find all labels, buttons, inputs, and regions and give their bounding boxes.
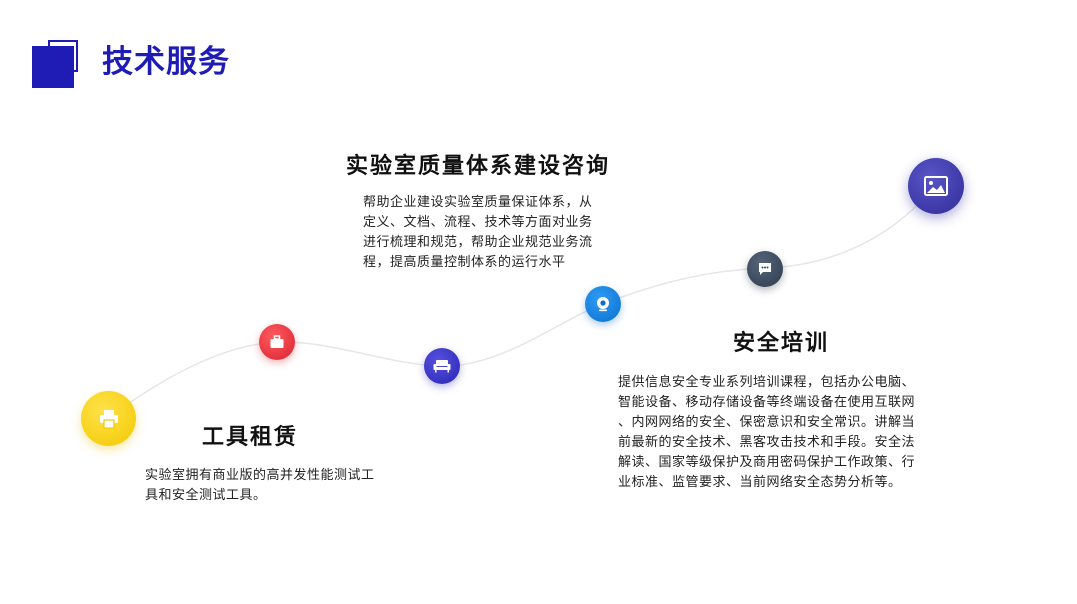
sofa-icon — [433, 360, 451, 373]
logo-filled-square — [32, 46, 74, 88]
desc-line: 定义、文档、流程、技术等方面对业务 — [363, 215, 593, 230]
desc-line: 前最新的安全技术、黑客攻击技术和手段。安全法 — [618, 435, 916, 450]
briefcase-icon — [270, 335, 284, 348]
image-icon — [924, 176, 948, 196]
node-sofa — [424, 348, 460, 384]
desc-line: 实验室拥有商业版的高并发性能测试工 — [145, 468, 375, 483]
node-image — [908, 158, 964, 214]
desc-lab-quality: 帮助企业建设实验室质量保证体系，从 定义、文档、流程、技术等方面对业务 进行梳理… — [363, 193, 633, 273]
desc-line: 具和安全测试工具。 — [145, 488, 267, 503]
desc-line: 进行梳理和规范，帮助企业规范业务流 — [363, 235, 593, 250]
desc-line: 帮助企业建设实验室质量保证体系，从 — [363, 195, 593, 210]
node-webcam — [585, 286, 621, 322]
node-printer — [81, 391, 136, 446]
heading-lab-quality: 实验室质量体系建设咨询 — [346, 154, 611, 179]
node-briefcase — [259, 324, 295, 360]
desc-line: 智能设备、移动存储设备等终端设备在使用互联网 — [618, 395, 916, 410]
heading-security-training: 安全培训 — [733, 331, 830, 356]
desc-tool-rental: 实验室拥有商业版的高并发性能测试工 具和安全测试工具。 — [145, 466, 425, 506]
desc-line: 解读、国家等级保护及商用密码保护工作政策、行 — [618, 455, 916, 470]
chat-icon — [759, 263, 771, 275]
webcam-icon — [597, 297, 609, 312]
desc-security-training: 提供信息安全专业系列培训课程，包括办公电脑、 智能设备、移动存储设备等终端设备在… — [618, 373, 968, 493]
desc-line: 程，提高质量控制体系的运行水平 — [363, 255, 566, 270]
desc-line: 、内网网络的安全、保密意识和安全常识。讲解当 — [618, 415, 916, 430]
desc-line: 提供信息安全专业系列培训课程，包括办公电脑、 — [618, 375, 916, 390]
printer-icon — [99, 409, 118, 429]
desc-line: 业标准、监管要求、当前网络安全态势分析等。 — [618, 475, 902, 490]
page-title: 技术服务 — [102, 44, 230, 80]
heading-tool-rental: 工具租赁 — [202, 425, 299, 450]
node-chat — [747, 251, 783, 287]
